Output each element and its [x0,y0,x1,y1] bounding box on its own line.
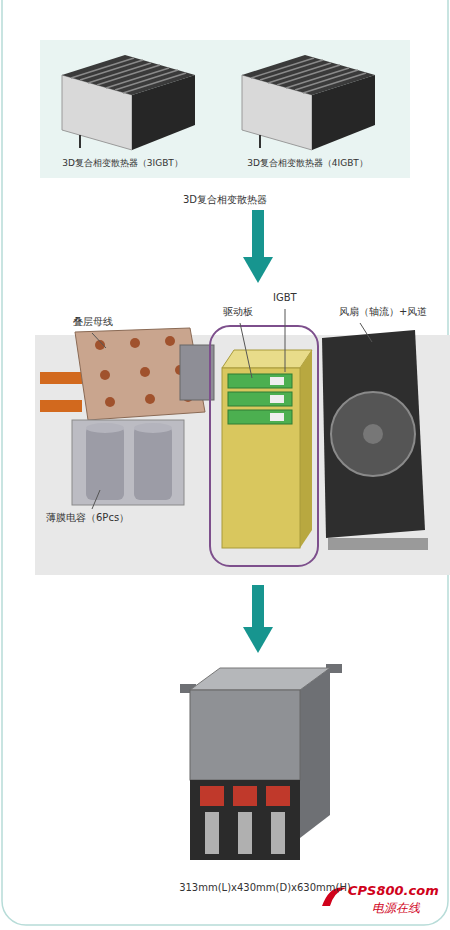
part-label: 驱动板 [222,306,254,319]
busbar-holes [95,336,193,407]
driver-board [228,410,292,424]
terminal-block [180,345,214,400]
part-label: 薄膜电容（6Pcs） [45,512,130,525]
heatsink-top [222,350,312,368]
film-capacitor [86,423,124,433]
heatsink-picture [242,55,375,150]
panel-ground [40,40,410,178]
heatsink-picture [62,55,195,150]
figure-caption: 3D复合相变散热器 [183,194,267,207]
heatsink-side [312,75,375,150]
board-chips [270,377,284,421]
film-capacitor [134,423,172,433]
flow-arrow [252,585,264,627]
phase-change-heatsink [222,368,300,548]
watermark: CPS800.com [348,883,439,898]
heatsink-leg [79,135,81,148]
fan-base [328,538,428,550]
heatsink-leg [259,135,261,148]
flow-arrow [252,210,264,257]
leader-line [92,309,372,509]
output-bar [271,812,285,854]
driver-board [228,374,292,388]
cabinet-side [300,668,330,838]
fan-duct [322,330,425,538]
busbar-terminal [40,400,82,412]
output-bar [205,812,219,854]
figure-box: 313mm(L)x430mm(D)x630mm(H) [130,655,400,897]
highlight-outline [210,326,318,566]
terminal [266,786,290,806]
watermark: 电源在线 [372,900,420,917]
product-picture [180,664,342,860]
fan-hub [363,424,383,444]
cabinet-front [190,690,300,780]
heatsink-fins [251,58,366,93]
figure-box: 3D复合相变散热器（4IGBT） [230,45,385,173]
part-label: 风扇（轴流）+风道 [338,306,428,319]
assembly-panel: 叠层母线 驱动板 IGBT 风扇（轴流）+风道薄膜电容（6Pcs） [0,285,450,583]
figure-caption: 3D复合相变散热器（3IGBT） [62,158,183,169]
heatsink-side [132,75,195,150]
figure-caption: 3D复合相变散热器（4IGBT） [247,158,368,169]
film-capacitor [134,426,172,500]
figure-box: 3D复合相变散热器（3IGBT） [45,45,200,173]
terminal [200,786,224,806]
output-bar [238,812,252,854]
driver-board [228,392,292,406]
part-label: 叠层母线 [72,316,114,329]
heatsink-side [300,350,312,548]
figure-caption: 313mm(L)x430mm(D)x630mm(H) [179,882,351,895]
heatsink-fins [71,58,186,93]
film-capacitor [86,426,124,500]
terminal [233,786,257,806]
part-label: IGBT [272,292,298,305]
axial-fan [331,392,415,476]
busbar-terminal [40,372,82,384]
capacitor-frame [72,420,184,505]
figure-box: 3D复合相变散热器 3D复合相变散热器（3IGBT） 3D复合相变散热器（4IGBT… [40,40,410,208]
terminal-bay [190,780,300,860]
